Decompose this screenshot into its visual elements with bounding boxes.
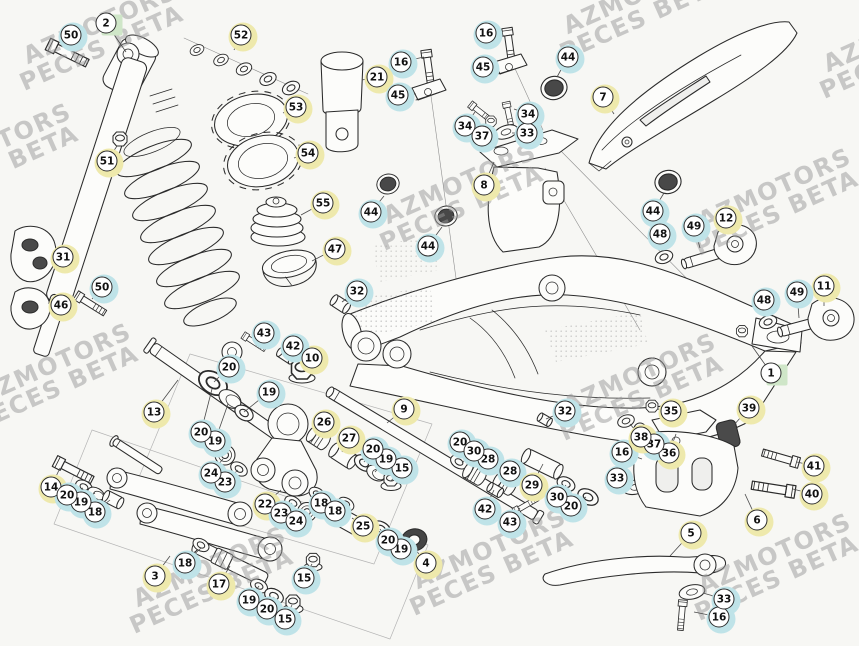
callout-20[interactable]: 20: [190, 421, 212, 443]
callout-24[interactable]: 24: [285, 510, 307, 532]
callout-42[interactable]: 42: [282, 335, 304, 357]
callout-20[interactable]: 20: [56, 484, 78, 506]
callout-27[interactable]: 27: [338, 427, 360, 449]
callout-24[interactable]: 24: [200, 462, 222, 484]
callout-25[interactable]: 25: [352, 515, 374, 537]
callout-9[interactable]: 9: [393, 398, 415, 420]
callout-51[interactable]: 51: [96, 150, 118, 172]
callout-32[interactable]: 32: [346, 280, 368, 302]
callout-2[interactable]: 2: [95, 12, 117, 34]
callout-5[interactable]: 5: [680, 522, 702, 544]
callout-15[interactable]: 15: [293, 567, 315, 589]
callout-48[interactable]: 48: [649, 223, 671, 245]
callout-39[interactable]: 39: [738, 397, 760, 419]
callout-12[interactable]: 12: [715, 207, 737, 229]
callout-45[interactable]: 45: [387, 84, 409, 106]
callout-21[interactable]: 21: [366, 66, 388, 88]
callout-33[interactable]: 33: [516, 122, 538, 144]
callout-44[interactable]: 44: [642, 200, 664, 222]
callout-31[interactable]: 31: [52, 246, 74, 268]
callout-44[interactable]: 44: [557, 46, 579, 68]
callout-19[interactable]: 19: [258, 381, 280, 403]
callout-33[interactable]: 33: [606, 467, 628, 489]
callout-48[interactable]: 48: [753, 289, 775, 311]
callout-15[interactable]: 15: [274, 608, 296, 630]
callout-8[interactable]: 8: [473, 174, 495, 196]
callout-54[interactable]: 54: [297, 142, 319, 164]
callout-34[interactable]: 34: [517, 103, 539, 125]
callout-44[interactable]: 44: [360, 201, 382, 223]
callout-18[interactable]: 18: [324, 500, 346, 522]
callout-20[interactable]: 20: [256, 598, 278, 620]
callout-44[interactable]: 44: [417, 235, 439, 257]
callout-16[interactable]: 16: [708, 606, 730, 628]
callout-53[interactable]: 53: [285, 96, 307, 118]
callout-16[interactable]: 16: [390, 51, 412, 73]
callout-6[interactable]: 6: [746, 509, 768, 531]
callout-1[interactable]: 1: [760, 362, 782, 384]
callout-33[interactable]: 33: [713, 588, 735, 610]
callout-7[interactable]: 7: [592, 86, 614, 108]
callout-43[interactable]: 43: [253, 322, 275, 344]
callout-3[interactable]: 3: [144, 565, 166, 587]
callout-37[interactable]: 37: [471, 125, 493, 147]
callout-30[interactable]: 30: [546, 486, 568, 508]
callout-35[interactable]: 35: [660, 400, 682, 422]
callout-38[interactable]: 38: [630, 426, 652, 448]
callout-13[interactable]: 13: [143, 401, 165, 423]
callout-29[interactable]: 29: [521, 474, 543, 496]
callout-18[interactable]: 18: [174, 552, 196, 574]
callout-40[interactable]: 40: [801, 483, 823, 505]
callout-30[interactable]: 30: [463, 440, 485, 462]
callout-49[interactable]: 49: [786, 281, 808, 303]
callout-45[interactable]: 45: [472, 56, 494, 78]
callout-16[interactable]: 16: [611, 441, 633, 463]
callout-49[interactable]: 49: [683, 215, 705, 237]
callout-42[interactable]: 42: [474, 498, 496, 520]
callout-50[interactable]: 50: [60, 24, 82, 46]
callout-20[interactable]: 20: [362, 438, 384, 460]
callout-55[interactable]: 55: [312, 192, 334, 214]
callout-50[interactable]: 50: [91, 276, 113, 298]
callout-46[interactable]: 46: [50, 294, 72, 316]
callout-26[interactable]: 26: [313, 411, 335, 433]
callout-16[interactable]: 16: [475, 22, 497, 44]
callout-47[interactable]: 47: [324, 238, 346, 260]
callout-10[interactable]: 10: [301, 347, 323, 369]
callout-41[interactable]: 41: [803, 455, 825, 477]
callout-43[interactable]: 43: [499, 511, 521, 533]
callout-17[interactable]: 17: [208, 573, 230, 595]
callout-32[interactable]: 32: [554, 400, 576, 422]
callout-20[interactable]: 20: [218, 356, 240, 378]
callout-4[interactable]: 4: [415, 552, 437, 574]
callout-11[interactable]: 11: [813, 275, 835, 297]
callout-28[interactable]: 28: [499, 460, 521, 482]
callout-20[interactable]: 20: [377, 529, 399, 551]
callout-52[interactable]: 52: [230, 24, 252, 46]
